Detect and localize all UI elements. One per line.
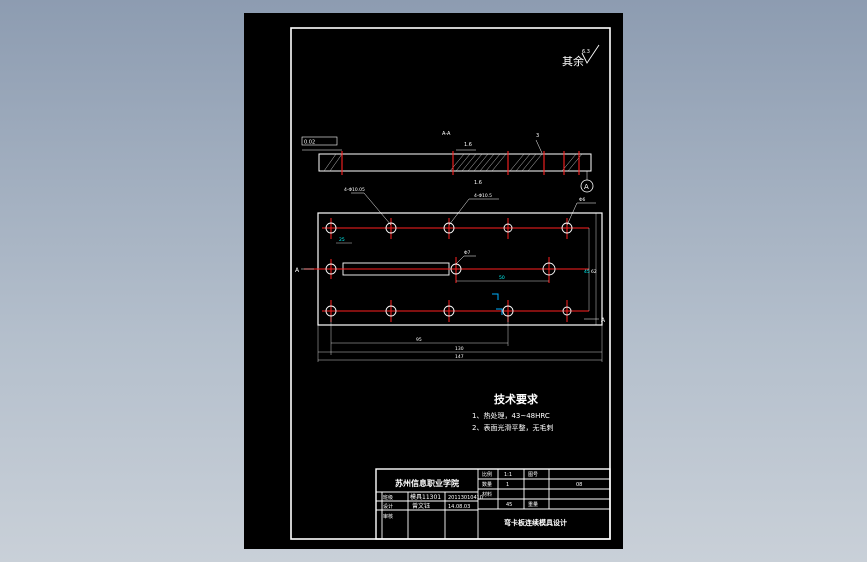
roughness-symbol — [581, 44, 600, 64]
dim-bottom-overall: 147 — [455, 354, 464, 360]
hole-callout-3: Φ6 — [579, 197, 586, 203]
requirement-2: 2、表面光滑平整，无毛刺 — [472, 423, 553, 432]
code-value: 08 — [576, 482, 582, 488]
requirements-title: 技术要求 — [494, 392, 539, 406]
label-review: 审核 — [383, 513, 393, 520]
label-code: 图号 — [528, 472, 538, 478]
roughness-top-2: 3 — [536, 133, 539, 139]
roughness-note: 其余 — [562, 54, 584, 68]
dim-inner-width: 50 — [499, 275, 505, 281]
material-value: 45 — [506, 502, 512, 508]
designer-name: 曾文钰 — [412, 502, 430, 510]
dim-height-outer: 62 — [591, 269, 597, 275]
school-name: 苏州信息职业学院 — [395, 478, 459, 488]
tolerance-frame — [301, 136, 338, 146]
title-block — [375, 468, 611, 540]
section-arrow-left: A — [295, 267, 300, 274]
scale-value: 1:1 — [504, 472, 512, 478]
roughness-value: 6.3 — [582, 49, 590, 55]
student-id: 20113010410 — [448, 495, 483, 501]
dimension-lines — [317, 213, 603, 362]
dim-small-left: 25 — [339, 237, 345, 243]
holes — [325, 218, 573, 322]
label-design: 设计 — [383, 503, 393, 510]
hatching — [323, 153, 583, 172]
dim-bottom-1: 95 — [416, 337, 422, 343]
part-name: 弯卡板连续模具设计 — [504, 518, 567, 527]
view-marker: A — [584, 183, 589, 191]
label-class: 班级 — [383, 494, 393, 501]
label-qty: 数量 — [482, 481, 492, 488]
section-arrow-right: A — [601, 317, 606, 324]
label-material: 材料 — [482, 491, 492, 498]
class-value: 模具11301 — [410, 493, 441, 501]
leaders — [351, 192, 596, 265]
roughness-bottom: 1.6 — [474, 180, 482, 186]
drawing-canvas: 其余 6.3 A-A 0.02 1.6 3 1.6 A — [290, 27, 611, 540]
section-centerlines — [341, 151, 580, 175]
cyan-markers — [492, 293, 503, 315]
tolerance-value: 0.02 — [304, 140, 315, 146]
hole-callout-2: 4-Φ10.5 — [474, 193, 492, 199]
section-view-body — [318, 153, 592, 172]
drawing-sheet: 其余 6.3 A-A 0.02 1.6 3 1.6 A — [244, 13, 623, 549]
tiny-note: Φ7 — [464, 250, 471, 256]
hole-callout-1: 4-Φ10.05 — [344, 187, 365, 193]
dim-bottom-2: 130 — [455, 346, 464, 352]
requirement-1: 1、热处理，43~48HRC — [472, 411, 550, 420]
drawing-border — [290, 27, 611, 540]
date: 14.08.03 — [448, 504, 470, 510]
label-weight: 重量 — [528, 501, 538, 508]
qty-value: 1 — [506, 482, 509, 488]
roughness-top-1: 1.6 — [464, 142, 472, 148]
plate-centerlines — [304, 227, 589, 312]
dim-height-inner: 45 — [584, 269, 590, 275]
section-label: A-A — [442, 131, 451, 137]
label-scale: 比例 — [482, 471, 492, 478]
